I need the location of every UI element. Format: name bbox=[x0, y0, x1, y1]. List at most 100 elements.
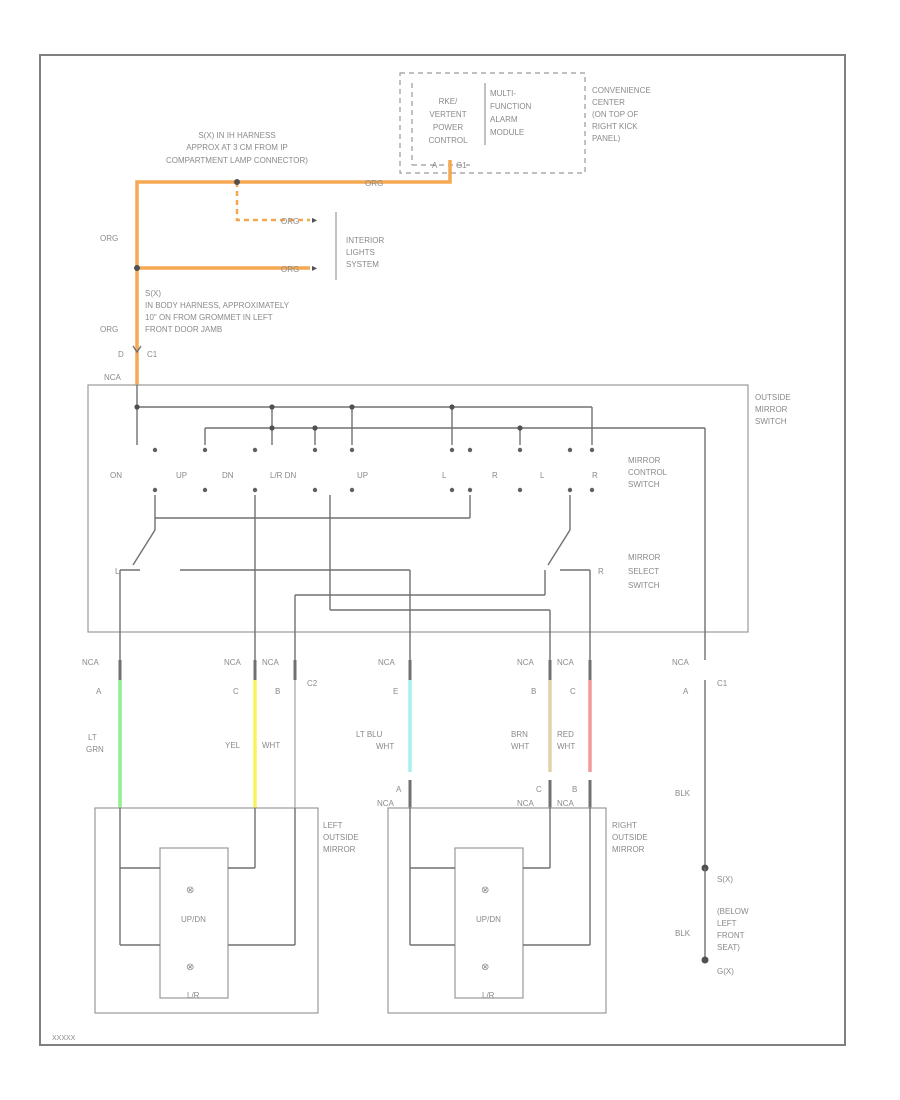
switch-contact-dot bbox=[252, 447, 258, 453]
mirror-switch-box: OUTSIDE MIRROR SWITCH MIRROR CONTROL SWI… bbox=[87, 384, 791, 633]
ground-id: G(X) bbox=[717, 967, 734, 976]
module-location: CONVENIENCE bbox=[592, 86, 651, 95]
control-title: CONTROL bbox=[628, 468, 668, 477]
switch-pos-label: L/R DN bbox=[270, 471, 296, 480]
svg-text:WHT: WHT bbox=[557, 742, 575, 751]
connector-nca: NCA bbox=[672, 658, 690, 667]
svg-text:LT BLU: LT BLU bbox=[356, 730, 383, 739]
module-location: RIGHT KICK bbox=[592, 122, 638, 131]
connector-pin: C bbox=[570, 687, 576, 696]
org-wiring: ORG ORG ORG ORG ORG bbox=[100, 160, 452, 385]
svg-text:LIGHTS: LIGHTS bbox=[346, 248, 375, 257]
motor-icon: ⊗ bbox=[186, 885, 194, 896]
switch-contact-dot bbox=[152, 487, 158, 493]
select-title: SWITCH bbox=[628, 581, 660, 590]
splice-dot bbox=[234, 179, 240, 185]
svg-text:GRN: GRN bbox=[86, 745, 104, 754]
select-title: SELECT bbox=[628, 567, 659, 576]
module-box: RKE/ VERTENT POWER CONTROL MULTI- FUNCTI… bbox=[399, 72, 651, 174]
svg-text:BLK: BLK bbox=[675, 789, 691, 798]
control-title: MIRROR bbox=[628, 456, 661, 465]
svg-text:NCA: NCA bbox=[517, 799, 535, 808]
svg-text:SYSTEM: SYSTEM bbox=[346, 260, 379, 269]
junction-dot bbox=[517, 425, 523, 431]
switch-contact-dot bbox=[349, 487, 355, 493]
junction-dot bbox=[349, 404, 355, 410]
module-location: CENTER bbox=[592, 98, 625, 107]
left-mirror-title: MIRROR bbox=[323, 845, 356, 854]
junction-dot bbox=[312, 425, 318, 431]
module-line: CONTROL bbox=[428, 136, 468, 145]
connector-c2: C2 bbox=[307, 679, 318, 688]
wire-label-org: ORG bbox=[100, 325, 118, 334]
ground-loc: LEFT bbox=[717, 919, 737, 928]
connector-nca: NCA bbox=[378, 658, 396, 667]
svg-text:NCA: NCA bbox=[104, 373, 122, 382]
switch-contact-dot bbox=[152, 447, 158, 453]
splice-mid-label: S(X) IN BODY HARNESS, APPROXIMATELY 10" … bbox=[145, 289, 290, 334]
svg-text:S(X): S(X) bbox=[145, 289, 161, 298]
switch-pos-label: UP bbox=[357, 471, 368, 480]
motor-icon: ⊗ bbox=[481, 962, 489, 973]
module-func-line: ALARM bbox=[490, 115, 518, 124]
svg-text:WHT: WHT bbox=[262, 741, 280, 750]
switch-contact-dot bbox=[202, 487, 208, 493]
switch-pos-label: R bbox=[592, 471, 598, 480]
svg-text:IN BODY HARNESS, APPROXIMATELY: IN BODY HARNESS, APPROXIMATELY bbox=[145, 301, 290, 310]
diagram-frame bbox=[39, 54, 846, 1046]
junction-dot bbox=[134, 404, 140, 410]
select-title: MIRROR bbox=[628, 553, 661, 562]
harness-wires bbox=[118, 660, 706, 865]
switch-contact-dot bbox=[567, 447, 573, 453]
svg-text:NCA: NCA bbox=[377, 799, 395, 808]
wire-label-org: ORG bbox=[100, 234, 118, 243]
ground-loc: SEAT) bbox=[717, 943, 740, 952]
svg-text:S(X) IN IH HARNESS: S(X) IN IH HARNESS bbox=[198, 131, 275, 140]
ground: S(X) (BELOW LEFT FRONT SEAT) G(X) bbox=[701, 864, 749, 976]
right-mirror-title: OUTSIDE bbox=[612, 833, 648, 842]
svg-text:LT: LT bbox=[88, 733, 97, 742]
connector-nca: NCA bbox=[82, 658, 100, 667]
svg-text:10" ON FROM GROMMET IN LEFT: 10" ON FROM GROMMET IN LEFT bbox=[145, 313, 273, 322]
module-line: RKE/ bbox=[439, 97, 458, 106]
splice-dot bbox=[134, 265, 140, 271]
switch-contact-dot bbox=[312, 487, 318, 493]
svg-text:FRONT DOOR JAMB: FRONT DOOR JAMB bbox=[145, 325, 222, 334]
svg-text:YEL: YEL bbox=[225, 741, 241, 750]
switch-contact-dot bbox=[467, 447, 473, 453]
connector-row: NCA NCA NCA NCA NCA NCA NCA A C B E B C … bbox=[82, 658, 728, 696]
motor-icon: ⊗ bbox=[481, 885, 489, 896]
switch-contacts bbox=[134, 404, 595, 493]
switch-contact-dot bbox=[517, 487, 523, 493]
module-location: PANEL) bbox=[592, 134, 621, 143]
module-pin-a: A bbox=[432, 161, 438, 170]
connector-pin: B bbox=[275, 687, 280, 696]
switch-pos-label: L bbox=[442, 471, 447, 480]
module-func-line: MULTI- bbox=[490, 89, 516, 98]
switch-contact-dot bbox=[252, 487, 258, 493]
interior-lights-label: INTERIOR LIGHTS SYSTEM bbox=[335, 212, 384, 280]
module-func-line: FUNCTION bbox=[490, 102, 532, 111]
switch-contact-dot bbox=[449, 447, 455, 453]
wire-label-org: ORG bbox=[365, 179, 383, 188]
connector-pin: A bbox=[683, 687, 689, 696]
switch-contact-dot bbox=[517, 447, 523, 453]
svg-text:INTERIOR: INTERIOR bbox=[346, 236, 384, 245]
right-mirror-title: RIGHT bbox=[612, 821, 637, 830]
wire-label-org: ORG bbox=[281, 265, 299, 274]
module-line: VERTENT bbox=[429, 110, 466, 119]
switch-contact-dot bbox=[202, 447, 208, 453]
module-location: (ON TOP OF bbox=[592, 110, 638, 119]
left-mirror-updn: UP/DN bbox=[181, 915, 206, 924]
svg-text:COMPARTMENT LAMP CONNECTOR): COMPARTMENT LAMP CONNECTOR) bbox=[166, 156, 308, 165]
svg-text:BRN: BRN bbox=[511, 730, 528, 739]
left-mirror: LEFT OUTSIDE MIRROR UP/DN L/R ⊗ ⊗ bbox=[94, 807, 359, 1014]
switch-position-labels: ON UP DN L/R DN UP L R L R L R bbox=[110, 471, 604, 576]
ground-splice: S(X) bbox=[717, 875, 733, 884]
svg-text:WHT: WHT bbox=[511, 742, 529, 751]
switch-contact-dot bbox=[567, 487, 573, 493]
module-func-line: MODULE bbox=[490, 128, 524, 137]
connector-pin: A bbox=[96, 687, 102, 696]
mirror-connector-labels: A NCA C B NCA NCA bbox=[377, 785, 577, 808]
